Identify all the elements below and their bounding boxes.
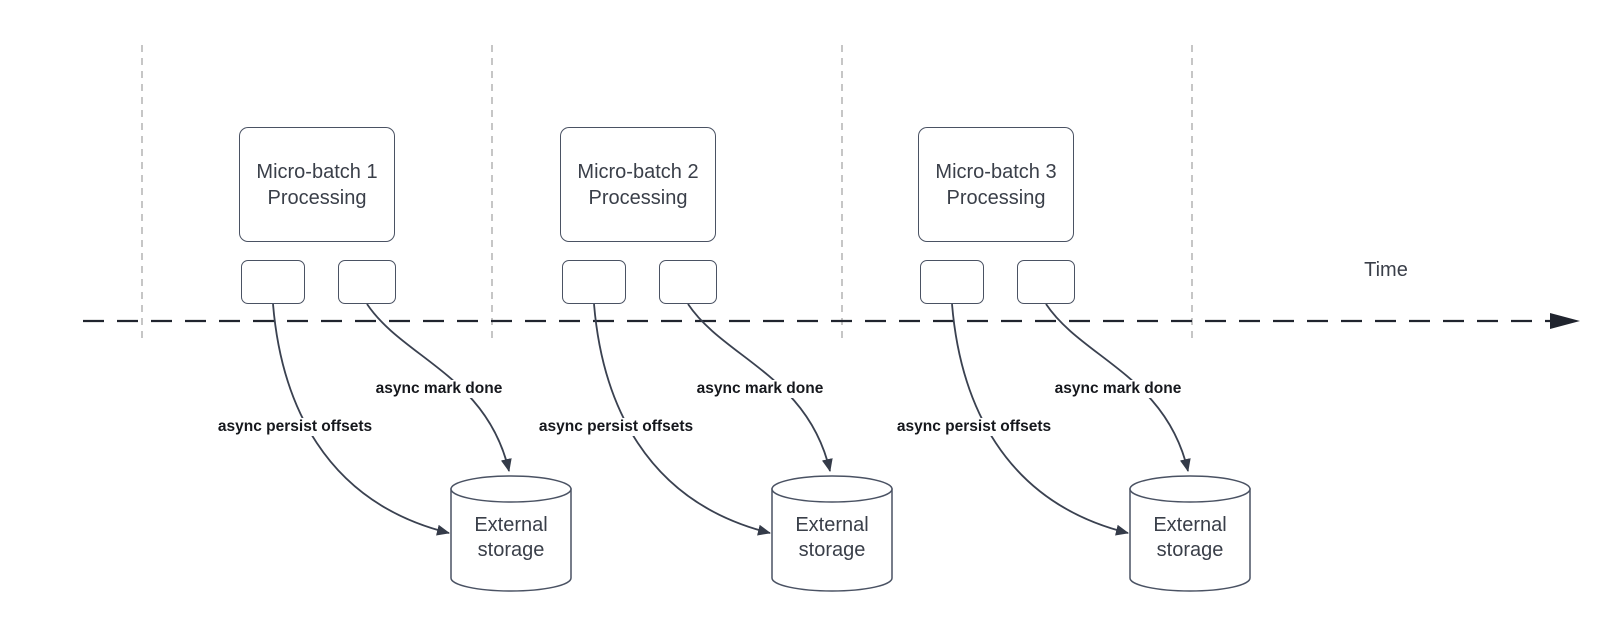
micro-batch-group-1: Micro-batch 1 Processing async persist o… xyxy=(214,0,579,642)
async-persist-offsets-label: async persist offsets xyxy=(214,418,376,436)
async-mark-done-label: async mark done xyxy=(372,380,506,398)
processing-box-title-line1: Micro-batch 3 xyxy=(935,160,1057,183)
storage-cylinder-top xyxy=(771,475,893,503)
mark-done-task-box xyxy=(338,260,396,304)
processing-box: Micro-batch 1 Processing xyxy=(239,127,395,242)
processing-box: Micro-batch 3 Processing xyxy=(918,127,1074,242)
external-storage-line2: storage xyxy=(1156,539,1224,561)
external-storage-label: External storage xyxy=(772,513,892,563)
async-mark-done-label: async mark done xyxy=(1051,380,1185,398)
persist-offsets-task-box xyxy=(562,260,626,304)
processing-box-title-line1: Micro-batch 2 xyxy=(577,160,699,183)
persist-offsets-task-box xyxy=(920,260,984,304)
time-axis-arrowhead-icon xyxy=(1550,313,1580,329)
external-storage-line2: storage xyxy=(798,539,866,561)
time-axis-label: Time xyxy=(1364,259,1408,281)
processing-box-title-line2: Processing xyxy=(588,186,688,209)
async-mark-done-label: async mark done xyxy=(693,380,827,398)
processing-box: Micro-batch 2 Processing xyxy=(560,127,716,242)
async-persist-offsets-label: async persist offsets xyxy=(535,418,697,436)
async-persist-offsets-label: async persist offsets xyxy=(893,418,1055,436)
storage-cylinder-top xyxy=(450,475,572,503)
micro-batch-group-2: Micro-batch 2 Processing async persist o… xyxy=(535,0,900,642)
external-storage-line1: External xyxy=(474,514,548,536)
external-storage-label: External storage xyxy=(1130,513,1250,563)
persist-offsets-task-box xyxy=(241,260,305,304)
mark-done-task-box xyxy=(1017,260,1075,304)
external-storage-line1: External xyxy=(795,514,869,536)
processing-box-title-line1: Micro-batch 1 xyxy=(256,160,378,183)
external-storage-label: External storage xyxy=(451,513,571,563)
external-storage-line2: storage xyxy=(477,539,545,561)
micro-batch-group-3: Micro-batch 3 Processing async persist o… xyxy=(893,0,1258,642)
storage-cylinder-top xyxy=(1129,475,1251,503)
processing-box-title-line2: Processing xyxy=(267,186,367,209)
mark-done-task-box xyxy=(659,260,717,304)
external-storage-line1: External xyxy=(1153,514,1227,536)
processing-box-title-line2: Processing xyxy=(946,186,1046,209)
